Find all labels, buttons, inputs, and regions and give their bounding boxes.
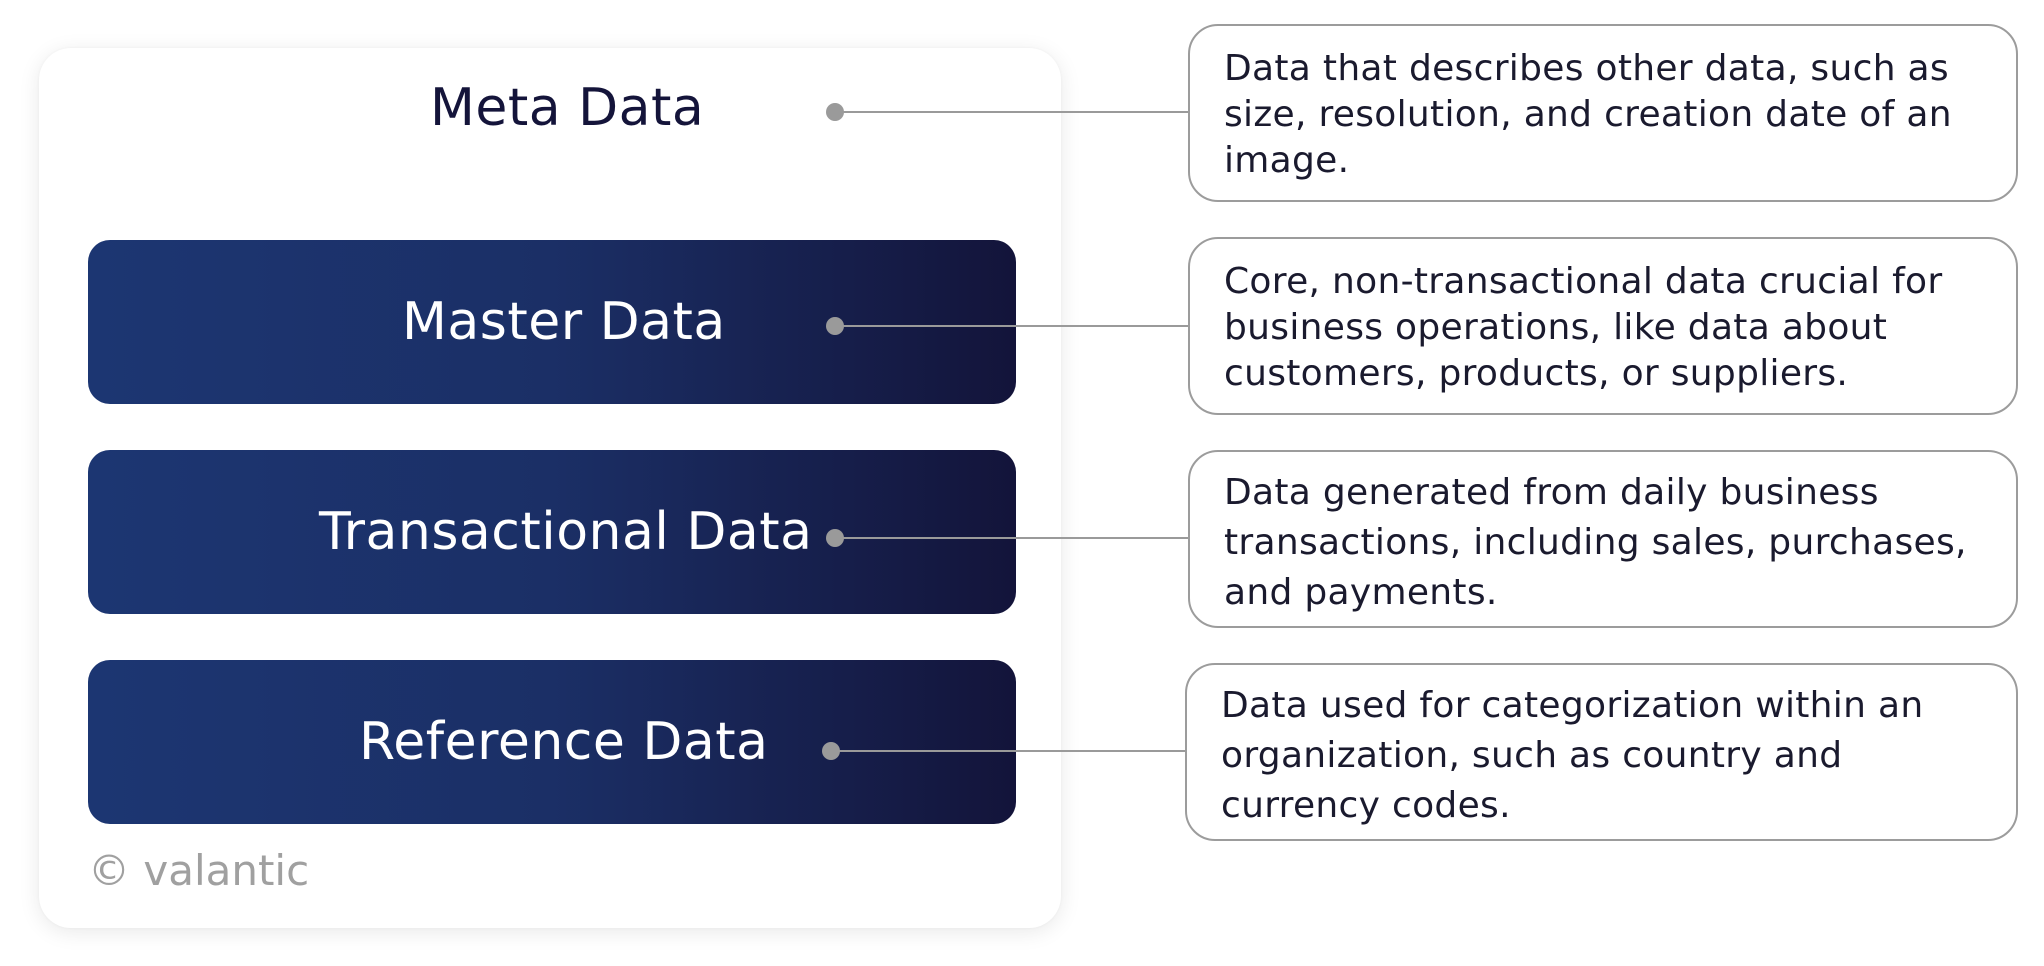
transactional-data-description: Data generated from daily business trans… [1188, 450, 2018, 628]
reference-data-description: Data used for categorization within an o… [1185, 663, 2018, 841]
reference-data-label: Reference Data [359, 712, 769, 772]
reference-data-block: Reference Data [88, 660, 1016, 824]
meta-data-title: Meta Data [430, 78, 705, 138]
transactional-data-connector-line [835, 537, 1188, 539]
master-data-connector-line [835, 325, 1188, 327]
meta-data-connector-line [835, 111, 1188, 113]
reference-data-connector-line [831, 750, 1186, 752]
master-data-block: Master Data [88, 240, 1016, 404]
transactional-data-label: Transactional Data [319, 502, 813, 562]
copyright-notice: © valantic [88, 846, 310, 895]
master-data-description: Core, non-transactional data crucial for… [1188, 237, 2018, 415]
transactional-data-block: Transactional Data [88, 450, 1016, 614]
master-data-label: Master Data [402, 292, 726, 352]
meta-data-description: Data that describes other data, such as … [1188, 24, 2018, 202]
